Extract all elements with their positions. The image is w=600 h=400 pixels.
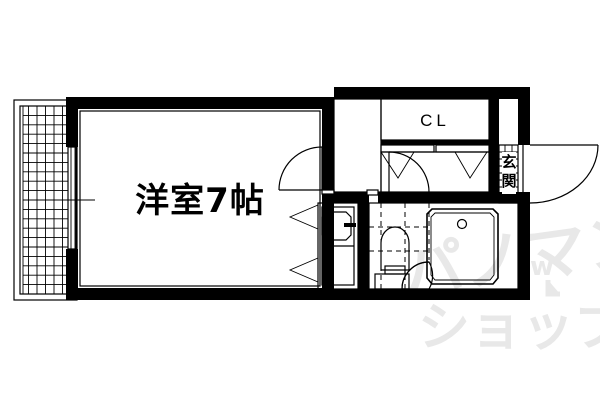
kitchen-access-arrow-top-icon[interactable] bbox=[288, 204, 319, 230]
sink-basin-icon bbox=[321, 211, 352, 241]
hallway-outline-left bbox=[333, 98, 382, 193]
wall-right-upper bbox=[518, 87, 530, 145]
wall-right-lower bbox=[518, 203, 530, 300]
wall-left-upper bbox=[66, 97, 78, 147]
closet-rail-right[interactable] bbox=[435, 144, 490, 153]
entrance-door-swing-arc bbox=[529, 144, 599, 204]
room-entry-door[interactable] bbox=[278, 146, 335, 195]
hallway-area bbox=[333, 98, 490, 193]
bathtub-fixture bbox=[426, 208, 499, 285]
closet-area: CL bbox=[380, 98, 490, 179]
wall-bath-left bbox=[358, 192, 369, 300]
wall-room-bottom bbox=[66, 288, 334, 300]
wall-room-top bbox=[66, 97, 334, 109]
watermark-mark: w bbox=[530, 252, 554, 282]
bathtub-outer-icon bbox=[426, 208, 499, 285]
entrance-door-swing[interactable] bbox=[522, 144, 599, 204]
bathtub-inner-icon bbox=[430, 212, 495, 281]
wall-room-right-upper bbox=[322, 97, 334, 192]
main-room-area: 洋室7帖 bbox=[79, 110, 321, 287]
wall-structure bbox=[66, 87, 530, 300]
closet-rail-left[interactable] bbox=[380, 144, 435, 153]
wall-left-lower bbox=[66, 249, 78, 300]
wall-hall-bottom-left bbox=[322, 192, 367, 203]
kitchen-access-arrow-bottom-icon[interactable] bbox=[288, 257, 319, 283]
bathroom-door[interactable] bbox=[366, 151, 430, 196]
wall-closet-right bbox=[489, 87, 499, 145]
watermark-line2: ショップ bbox=[418, 298, 600, 358]
kitchen-access-arrows[interactable] bbox=[288, 204, 319, 283]
bathroom-outline bbox=[368, 202, 519, 290]
main-room-inner-outline bbox=[79, 110, 321, 287]
room-door-swing-arc bbox=[278, 146, 323, 191]
sink-faucet-icon bbox=[344, 223, 356, 227]
toilet-fixture bbox=[374, 226, 410, 290]
closet-folding-door-right-icon[interactable] bbox=[454, 151, 488, 179]
wash-basin-edge bbox=[401, 261, 430, 290]
bath-door-swing-arc bbox=[388, 151, 430, 193]
entrance-label-backdrop bbox=[502, 152, 516, 194]
closet-folding-door-left-icon[interactable] bbox=[380, 151, 415, 179]
entrance-area: 玄 関 bbox=[498, 144, 519, 204]
watermark-bracket-icon bbox=[545, 280, 560, 297]
kitchen-sink-unit bbox=[317, 202, 359, 290]
wall-service-top bbox=[334, 87, 530, 99]
bath-door-jamb bbox=[366, 189, 379, 196]
toilet-bowl-icon bbox=[380, 226, 410, 271]
wall-service-bottom bbox=[322, 289, 530, 300]
wall-closet-bottom bbox=[381, 140, 489, 145]
wall-closet-left bbox=[371, 87, 381, 99]
entrance-label-char2: 関 bbox=[501, 172, 516, 190]
room-door-jamb bbox=[321, 189, 335, 195]
hallway-outline-right bbox=[380, 151, 490, 193]
kitchen-unit-outline bbox=[317, 202, 359, 290]
entrance-label-char1: 玄 bbox=[501, 153, 516, 171]
bathtub-drain-icon bbox=[456, 218, 468, 230]
wall-entrance-left bbox=[489, 145, 499, 203]
wall-hall-bottom-right bbox=[378, 192, 530, 203]
sliding-door-panel-inner[interactable] bbox=[70, 146, 76, 250]
closet-label: CL bbox=[420, 111, 450, 130]
toilet-tank-icon bbox=[374, 273, 410, 290]
bathroom-area bbox=[368, 202, 519, 290]
main-room-label: 洋室7帖 bbox=[135, 181, 265, 221]
balcony-sliding-door[interactable] bbox=[52, 146, 95, 250]
